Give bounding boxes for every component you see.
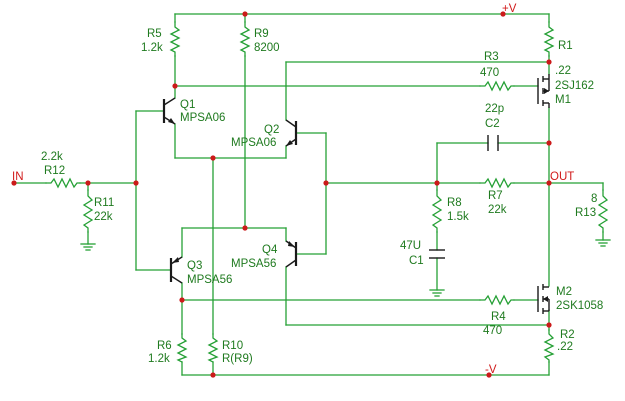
label-r3-value: 470 — [480, 67, 499, 79]
label-r2-value: .22 — [557, 341, 573, 353]
resistor-r6 — [176, 333, 188, 363]
resistor-r12 — [45, 177, 81, 189]
mosfets — [537, 74, 550, 314]
label-c1-name: C1 — [409, 255, 424, 267]
label-r7-name: R7 — [488, 190, 503, 202]
label-r1-name: R1 — [558, 40, 573, 52]
label-q4-name: Q4 — [262, 244, 278, 256]
label-r12-value: 2.2k — [41, 151, 63, 163]
wires — [13, 13, 611, 376]
resistor-r1 — [543, 21, 555, 57]
label-q3-name: Q3 — [187, 260, 202, 272]
label-r11-name: R11 — [94, 197, 114, 209]
resistor-r8 — [431, 189, 443, 233]
label-r13-value: 8 — [591, 193, 597, 205]
net-label-vplus: +V — [502, 3, 517, 15]
resistors — [45, 21, 609, 363]
label-m2-name: M2 — [556, 286, 572, 298]
label-r4-name: R4 — [491, 311, 506, 323]
label-r5-value: 1.2k — [141, 42, 163, 54]
label-r5-name: R5 — [147, 28, 162, 40]
label-r4-value: 470 — [483, 325, 502, 337]
label-q1-value: MPSA06 — [180, 112, 225, 124]
label-m1-name: M1 — [555, 94, 571, 106]
mosfet-m2 — [537, 284, 550, 314]
mosfet-m1 — [537, 74, 550, 108]
resistor-r7 — [479, 177, 515, 189]
resistor-r13 — [597, 189, 609, 233]
transistor-q3 — [169, 256, 183, 284]
label-m1-value: 2SJ162 — [555, 80, 594, 92]
label-r11-value: 22k — [94, 211, 113, 223]
label-r1-value: .22 — [555, 65, 571, 77]
labels: +V -V IN OUT R5 1.2k R9 8200 R1 .22 R3 4… — [12, 3, 603, 376]
label-r3-name: R3 — [484, 51, 499, 63]
label-r8-value: 1.5k — [447, 211, 469, 223]
label-r9-name: R9 — [254, 28, 269, 40]
resistor-r4 — [479, 294, 515, 306]
resistor-r11 — [82, 189, 94, 233]
label-r2-name: R2 — [560, 329, 575, 341]
capacitor-c2 — [487, 135, 499, 151]
label-r12-name: R12 — [44, 165, 65, 177]
label-q1-name: Q1 — [180, 99, 195, 111]
label-r10-name: R10 — [222, 340, 243, 352]
label-c2-value: 22p — [485, 103, 504, 115]
label-q3-value: MPSA56 — [187, 274, 232, 286]
label-r8-name: R8 — [447, 197, 462, 209]
capacitor-c1 — [429, 249, 445, 259]
resistor-r2 — [543, 329, 555, 363]
label-q2-value: MPSA06 — [231, 137, 276, 149]
capacitors — [429, 135, 499, 259]
label-r9-value: 8200 — [254, 42, 280, 54]
label-q2-name: Q2 — [264, 124, 279, 136]
transistor-q2 — [285, 119, 298, 147]
resistor-r9 — [239, 21, 251, 57]
transistors — [162, 97, 298, 284]
net-label-input: IN — [12, 171, 24, 183]
label-q4-value: MPSA56 — [231, 258, 276, 270]
resistor-r3 — [479, 80, 515, 92]
resistor-r5 — [169, 21, 181, 57]
label-m2-value: 2SK1058 — [556, 300, 603, 312]
resistor-r10 — [207, 333, 219, 363]
label-c1-value: 47U — [400, 240, 421, 252]
transistor-q4 — [285, 240, 298, 268]
label-c2-name: C2 — [485, 118, 500, 130]
label-r10-value: R(R9) — [222, 353, 253, 365]
net-label-vminus: -V — [485, 364, 497, 376]
net-label-output: OUT — [550, 171, 574, 183]
junctions — [11, 11, 552, 378]
label-r13-name: R13 — [575, 207, 596, 219]
label-r7-value: 22k — [488, 204, 507, 216]
label-r6-value: 1.2k — [148, 353, 170, 365]
transistor-q1 — [162, 97, 176, 125]
label-r6-name: R6 — [157, 340, 172, 352]
